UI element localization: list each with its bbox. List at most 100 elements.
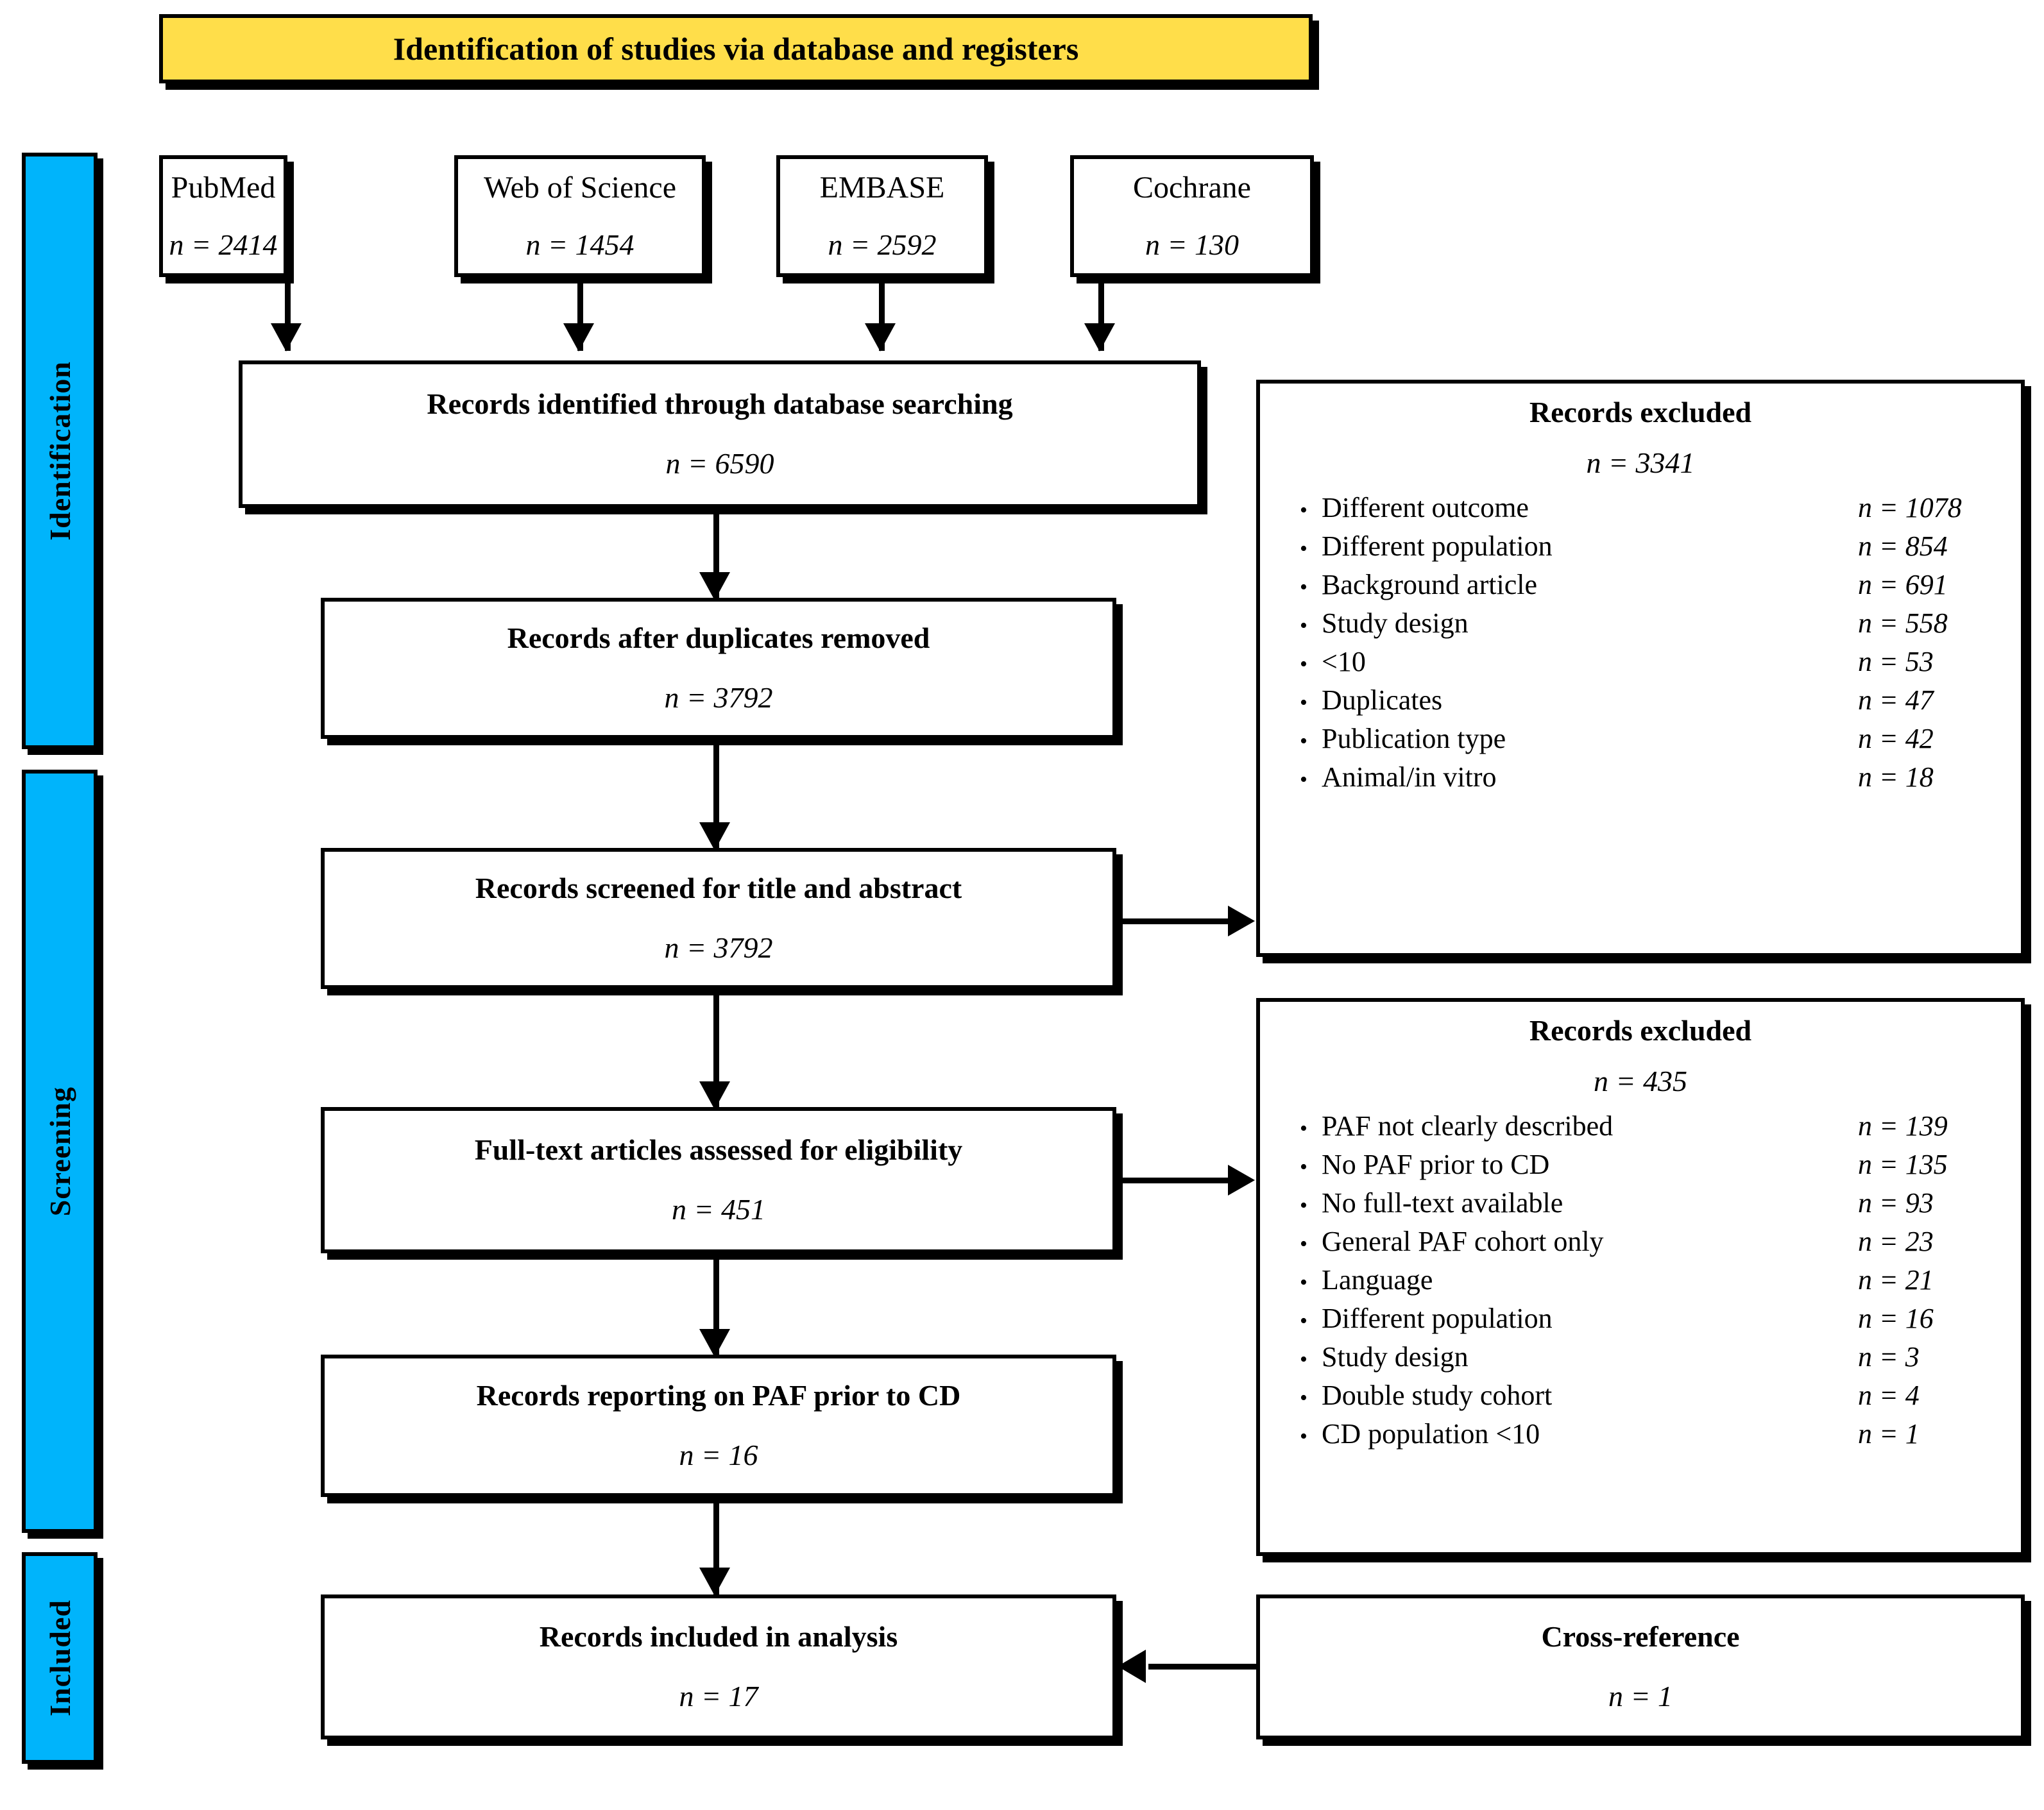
arrowhead-pubmed — [271, 323, 302, 351]
flow-box-paf-prior-cd: Records reporting on PAF prior to CD n =… — [321, 1355, 1116, 1497]
excluded-box-fulltext: Records excluded n = 435 • PAF not clear… — [1256, 998, 2025, 1556]
bullet-icon: • — [1300, 1425, 1307, 1448]
reason-label: CD population <10 — [1322, 1418, 1540, 1450]
bullet-icon: • — [1300, 1348, 1307, 1371]
flow-box-records-included: Records included in analysis n = 17 — [321, 1594, 1116, 1739]
diagram-banner: Identification of studies via database a… — [159, 14, 1313, 83]
arrowhead-included-from-crossref — [1118, 1650, 1146, 1683]
phase-bar-included: Included — [22, 1552, 98, 1764]
reason-label: Language — [1322, 1264, 1433, 1296]
list-item: • Language n = 21 — [1300, 1261, 2006, 1299]
flow-count: n = 16 — [679, 1439, 758, 1471]
phase-label-included: Included — [43, 1600, 76, 1716]
flow-title: Records included in analysis — [539, 1620, 898, 1654]
cross-reference-title: Cross-reference — [1541, 1620, 1740, 1654]
list-item: • Animal/in vitro n = 18 — [1300, 758, 2006, 797]
banner-title: Identification of studies via database a… — [393, 31, 1079, 67]
arrowhead-duplicates — [699, 572, 730, 600]
list-item: • <10 n = 53 — [1300, 643, 2006, 681]
bullet-icon: • — [1300, 1194, 1307, 1217]
list-item: • Study design n = 3 — [1300, 1338, 2006, 1376]
source-name: Cochrane — [1133, 170, 1251, 205]
source-name: Web of Science — [484, 170, 676, 205]
flow-box-after-duplicates: Records after duplicates removed n = 379… — [321, 598, 1116, 739]
reason-count: n = 135 — [1858, 1149, 1948, 1180]
reason-count: n = 47 — [1858, 684, 1934, 716]
reason-count: n = 23 — [1858, 1226, 1934, 1257]
bullet-icon: • — [1300, 1232, 1307, 1256]
reason-label: No PAF prior to CD — [1322, 1149, 1550, 1180]
bullet-icon: • — [1300, 691, 1307, 715]
bullet-icon: • — [1300, 1117, 1307, 1140]
flow-count: n = 3792 — [664, 931, 773, 964]
reason-label: Different population — [1322, 1303, 1553, 1334]
reason-label: Study design — [1322, 607, 1469, 639]
list-item: • Publication type n = 42 — [1300, 720, 2006, 758]
source-count: n = 2592 — [828, 228, 937, 262]
reason-label: Study design — [1322, 1341, 1469, 1373]
flow-box-records-identified: Records identified through database sear… — [239, 360, 1201, 508]
arrowhead-cochrane — [1084, 323, 1115, 351]
reason-label: Background article — [1322, 569, 1537, 600]
arrowhead-web-of-science — [563, 323, 594, 351]
arrowhead-paf — [699, 1329, 730, 1357]
source-name: PubMed — [171, 170, 276, 205]
connector-embase — [879, 283, 885, 351]
source-name: EMBASE — [819, 170, 945, 205]
source-count: n = 2414 — [169, 228, 278, 262]
flow-title: Full-text articles assessed for eligibil… — [474, 1133, 963, 1167]
phase-bar-screening: Screening — [22, 770, 98, 1533]
connector-fulltext-elbow — [1116, 1178, 1122, 1248]
flow-title: Records screened for title and abstract — [475, 872, 962, 905]
list-item: • Different population n = 16 — [1300, 1299, 2006, 1338]
excluded-box-screening: Records excluded n = 3341 • Different ou… — [1256, 380, 2025, 957]
flow-title: Records after duplicates removed — [507, 622, 930, 655]
reason-count: n = 1078 — [1858, 492, 1962, 523]
reason-count: n = 16 — [1858, 1303, 1934, 1334]
bullet-icon: • — [1300, 537, 1307, 561]
connector-paf-to-included — [713, 1497, 719, 1594]
list-item: • Double study cohort n = 4 — [1300, 1376, 2006, 1415]
list-item: • No full-text available n = 93 — [1300, 1184, 2006, 1222]
connector-crossref-to-included — [1148, 1664, 1259, 1670]
reason-label: Different outcome — [1322, 492, 1529, 523]
excluded-title: Records excluded — [1529, 1014, 1752, 1047]
reason-label: Double study cohort — [1322, 1380, 1553, 1411]
arrowhead-fulltext — [699, 1081, 730, 1110]
bullet-icon: • — [1300, 614, 1307, 638]
list-item: • Background article n = 691 — [1300, 566, 2006, 604]
connector-pubmed — [285, 283, 291, 351]
cross-reference-count: n = 1 — [1608, 1680, 1673, 1713]
bullet-icon: • — [1300, 1155, 1307, 1179]
list-item: • No PAF prior to CD n = 135 — [1300, 1146, 2006, 1184]
bullet-icon: • — [1300, 575, 1307, 599]
source-box-web-of-science: Web of Science n = 1454 — [454, 155, 706, 277]
flow-count: n = 451 — [671, 1193, 766, 1226]
bullet-icon: • — [1300, 1386, 1307, 1410]
source-box-cochrane: Cochrane n = 130 — [1070, 155, 1314, 277]
reason-count: n = 3 — [1858, 1341, 1920, 1373]
excluded-count: n = 435 — [1593, 1065, 1688, 1097]
source-box-pubmed: PubMed n = 2414 — [159, 155, 287, 277]
reason-count: n = 53 — [1858, 646, 1934, 677]
bullet-icon: • — [1300, 1271, 1307, 1294]
list-item: • CD population <10 n = 1 — [1300, 1415, 2006, 1453]
reason-label: Animal/in vitro — [1322, 761, 1497, 793]
flow-title: Records identified through database sear… — [427, 387, 1013, 421]
reason-count: n = 1 — [1858, 1418, 1920, 1450]
reason-label: General PAF cohort only — [1322, 1226, 1604, 1257]
cross-reference-box: Cross-reference n = 1 — [1256, 1594, 2025, 1739]
list-item: • PAF not clearly described n = 139 — [1300, 1107, 2006, 1146]
reason-count: n = 93 — [1858, 1187, 1934, 1219]
flow-count: n = 3792 — [664, 681, 773, 714]
reason-label: <10 — [1322, 646, 1366, 677]
excluded-title: Records excluded — [1529, 396, 1752, 428]
flow-box-fulltext-assessed: Full-text articles assessed for eligibil… — [321, 1107, 1116, 1253]
reason-count: n = 18 — [1858, 761, 1934, 793]
arrowhead-excluded-screening — [1228, 906, 1255, 936]
reason-count: n = 854 — [1858, 530, 1948, 562]
reason-label: No full-text available — [1322, 1187, 1563, 1219]
reason-count: n = 558 — [1858, 607, 1948, 639]
connector-fulltext-to-paf — [713, 1253, 719, 1356]
connector-screened-elbow — [1116, 918, 1122, 989]
